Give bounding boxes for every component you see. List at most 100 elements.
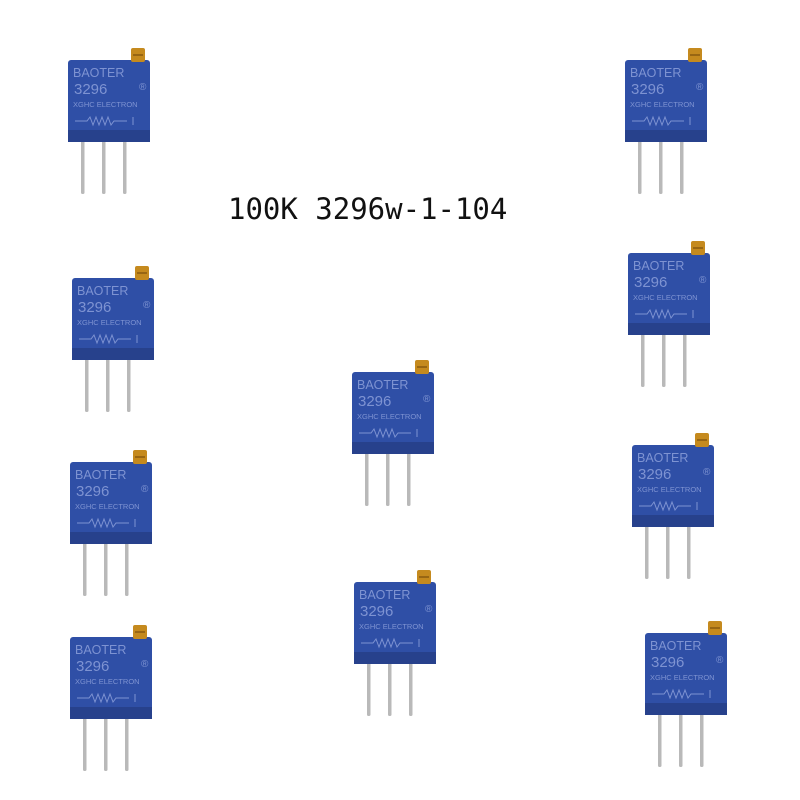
registered-symbol: ® (141, 484, 149, 495)
trimmer-body (352, 372, 434, 454)
pin-1 (83, 536, 87, 596)
maker-marking: XGHC ELECTRON (359, 622, 424, 631)
brand-marking: BAOTER (630, 66, 681, 80)
pin-2 (104, 536, 108, 596)
registered-symbol: ® (696, 82, 704, 93)
brand-marking: BAOTER (73, 66, 124, 80)
pin-2 (102, 134, 106, 194)
pin-1 (365, 446, 369, 506)
resistor-symbol (361, 637, 420, 649)
pin-3 (127, 352, 131, 412)
trimmer-body (70, 462, 152, 544)
registered-symbol: ® (703, 467, 711, 478)
body-base (354, 652, 436, 664)
registered-symbol: ® (423, 394, 431, 405)
resistor-symbol (652, 688, 711, 700)
trimmer-body (72, 278, 154, 360)
resistor-symbol (639, 500, 698, 512)
pin-3 (125, 711, 129, 771)
trimmer-body (68, 60, 150, 142)
registered-symbol: ® (143, 300, 151, 311)
pin-3 (700, 707, 704, 767)
maker-marking: XGHC ELECTRON (77, 318, 142, 327)
model-marking: 3296 (651, 654, 684, 671)
pin-1 (658, 707, 662, 767)
resistor-symbol (359, 427, 418, 439)
pin-3 (680, 134, 684, 194)
maker-marking: XGHC ELECTRON (357, 412, 422, 421)
brand-marking: BAOTER (77, 284, 128, 298)
pin-3 (125, 536, 129, 596)
brand-marking: BAOTER (359, 588, 410, 602)
pin-2 (388, 656, 392, 716)
body-base (72, 348, 154, 360)
registered-symbol: ® (716, 655, 724, 666)
body-base (70, 707, 152, 719)
product-caption: 100K 3296w-1-104 (228, 192, 508, 226)
maker-marking: XGHC ELECTRON (75, 677, 140, 686)
maker-marking: XGHC ELECTRON (75, 502, 140, 511)
resistor-symbol (632, 115, 691, 127)
body-base (632, 515, 714, 527)
brand-marking: BAOTER (75, 468, 126, 482)
body-base (628, 323, 710, 335)
pin-2 (659, 134, 663, 194)
trimmer-body (645, 633, 727, 715)
maker-marking: XGHC ELECTRON (630, 100, 695, 109)
resistor-symbol (77, 517, 136, 529)
pin-2 (104, 711, 108, 771)
body-base (352, 442, 434, 454)
model-marking: 3296 (358, 393, 391, 410)
trimmer-body (354, 582, 436, 664)
pin-1 (81, 134, 85, 194)
brand-marking: BAOTER (75, 643, 126, 657)
body-base (68, 130, 150, 142)
model-marking: 3296 (631, 81, 664, 98)
pin-1 (83, 711, 87, 771)
pin-2 (666, 519, 670, 579)
pin-3 (409, 656, 413, 716)
pin-1 (645, 519, 649, 579)
pin-1 (367, 656, 371, 716)
pin-3 (123, 134, 127, 194)
model-marking: 3296 (634, 274, 667, 291)
maker-marking: XGHC ELECTRON (637, 485, 702, 494)
resistor-symbol (75, 115, 134, 127)
model-marking: 3296 (638, 466, 671, 483)
trimmer-body (625, 60, 707, 142)
trimmer-body (632, 445, 714, 527)
brand-marking: BAOTER (357, 378, 408, 392)
brand-marking: BAOTER (650, 639, 701, 653)
model-marking: 3296 (76, 658, 109, 675)
body-base (70, 532, 152, 544)
registered-symbol: ® (699, 275, 707, 286)
trimmer-body (70, 637, 152, 719)
registered-symbol: ® (141, 659, 149, 670)
body-base (625, 130, 707, 142)
registered-symbol: ® (139, 82, 147, 93)
body-base (645, 703, 727, 715)
maker-marking: XGHC ELECTRON (650, 673, 715, 682)
pin-2 (662, 327, 666, 387)
model-marking: 3296 (76, 483, 109, 500)
resistor-symbol (79, 333, 138, 345)
pin-3 (407, 446, 411, 506)
pin-3 (683, 327, 687, 387)
brand-marking: BAOTER (637, 451, 688, 465)
maker-marking: XGHC ELECTRON (633, 293, 698, 302)
pin-1 (638, 134, 642, 194)
pin-2 (106, 352, 110, 412)
pin-1 (641, 327, 645, 387)
pin-3 (687, 519, 691, 579)
pin-1 (85, 352, 89, 412)
